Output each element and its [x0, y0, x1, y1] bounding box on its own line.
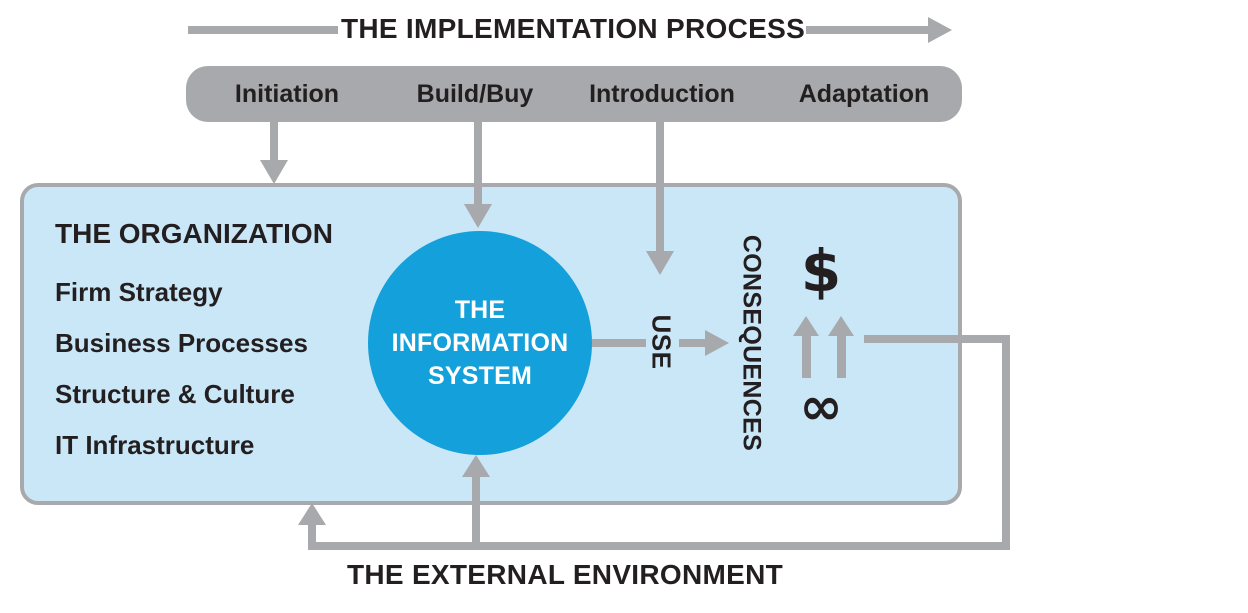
external-environment-label: THE EXTERNAL ENVIRONMENT	[346, 559, 784, 590]
arrow-head-right-icon	[705, 330, 729, 356]
title-leading-line	[188, 26, 338, 34]
system-arrow-shaft	[472, 476, 480, 546]
organization-item-structure-culture: Structure & Culture	[55, 379, 295, 409]
feedback-line-bottom	[308, 542, 1010, 550]
arrow-head-up-icon	[828, 316, 854, 336]
arrow-shaft	[837, 334, 846, 378]
arrow-shaft	[474, 122, 482, 206]
stage-label-initiation: Initiation	[234, 80, 340, 108]
feedback-line-top	[864, 335, 1010, 343]
arrow-shaft	[656, 122, 664, 253]
arrow-head-down-icon	[260, 160, 288, 184]
title-arrow-right-icon	[928, 17, 952, 43]
information-system-label: THE INFORMATION SYSTEM	[391, 295, 569, 390]
arrow-head-down-icon	[646, 251, 674, 275]
stage-label-build-buy: Build/Buy	[416, 80, 534, 108]
organization-item-business-processes: Business Processes	[55, 328, 308, 358]
stage-label-introduction: Introduction	[589, 80, 735, 108]
use-label: USE	[646, 314, 677, 370]
page-title: THE IMPLEMENTATION PROCESS	[340, 13, 806, 44]
environment-arrow-shaft	[308, 524, 316, 546]
information-system-circle: THE INFORMATION SYSTEM	[368, 231, 592, 455]
feedback-line-right	[1002, 335, 1010, 550]
arrow-shaft	[270, 122, 278, 162]
title-arrow-shaft	[806, 26, 930, 34]
arrow-head-down-icon	[464, 204, 492, 228]
organization-item-firm-strategy: Firm Strategy	[55, 277, 223, 307]
arrow-shaft	[679, 339, 707, 347]
consequences-label: CONSEQUENCES	[737, 234, 766, 452]
organization-item-it-infrastructure: IT Infrastructure	[55, 430, 255, 460]
system-to-use-line	[592, 339, 646, 347]
arrow-shaft	[802, 334, 811, 378]
infinity-symbol: ∞	[799, 377, 843, 437]
dollar-symbol: $	[800, 237, 842, 305]
organization-title: THE ORGANIZATION	[55, 218, 333, 249]
process-stage-bar: Initiation Build/Buy Introduction Adapta…	[186, 66, 962, 122]
stage-label-adaptation: Adaptation	[798, 80, 930, 108]
environment-arrow-head-up-icon	[298, 503, 326, 525]
arrow-head-up-icon	[793, 316, 819, 336]
system-arrow-head-up-icon	[462, 455, 490, 477]
